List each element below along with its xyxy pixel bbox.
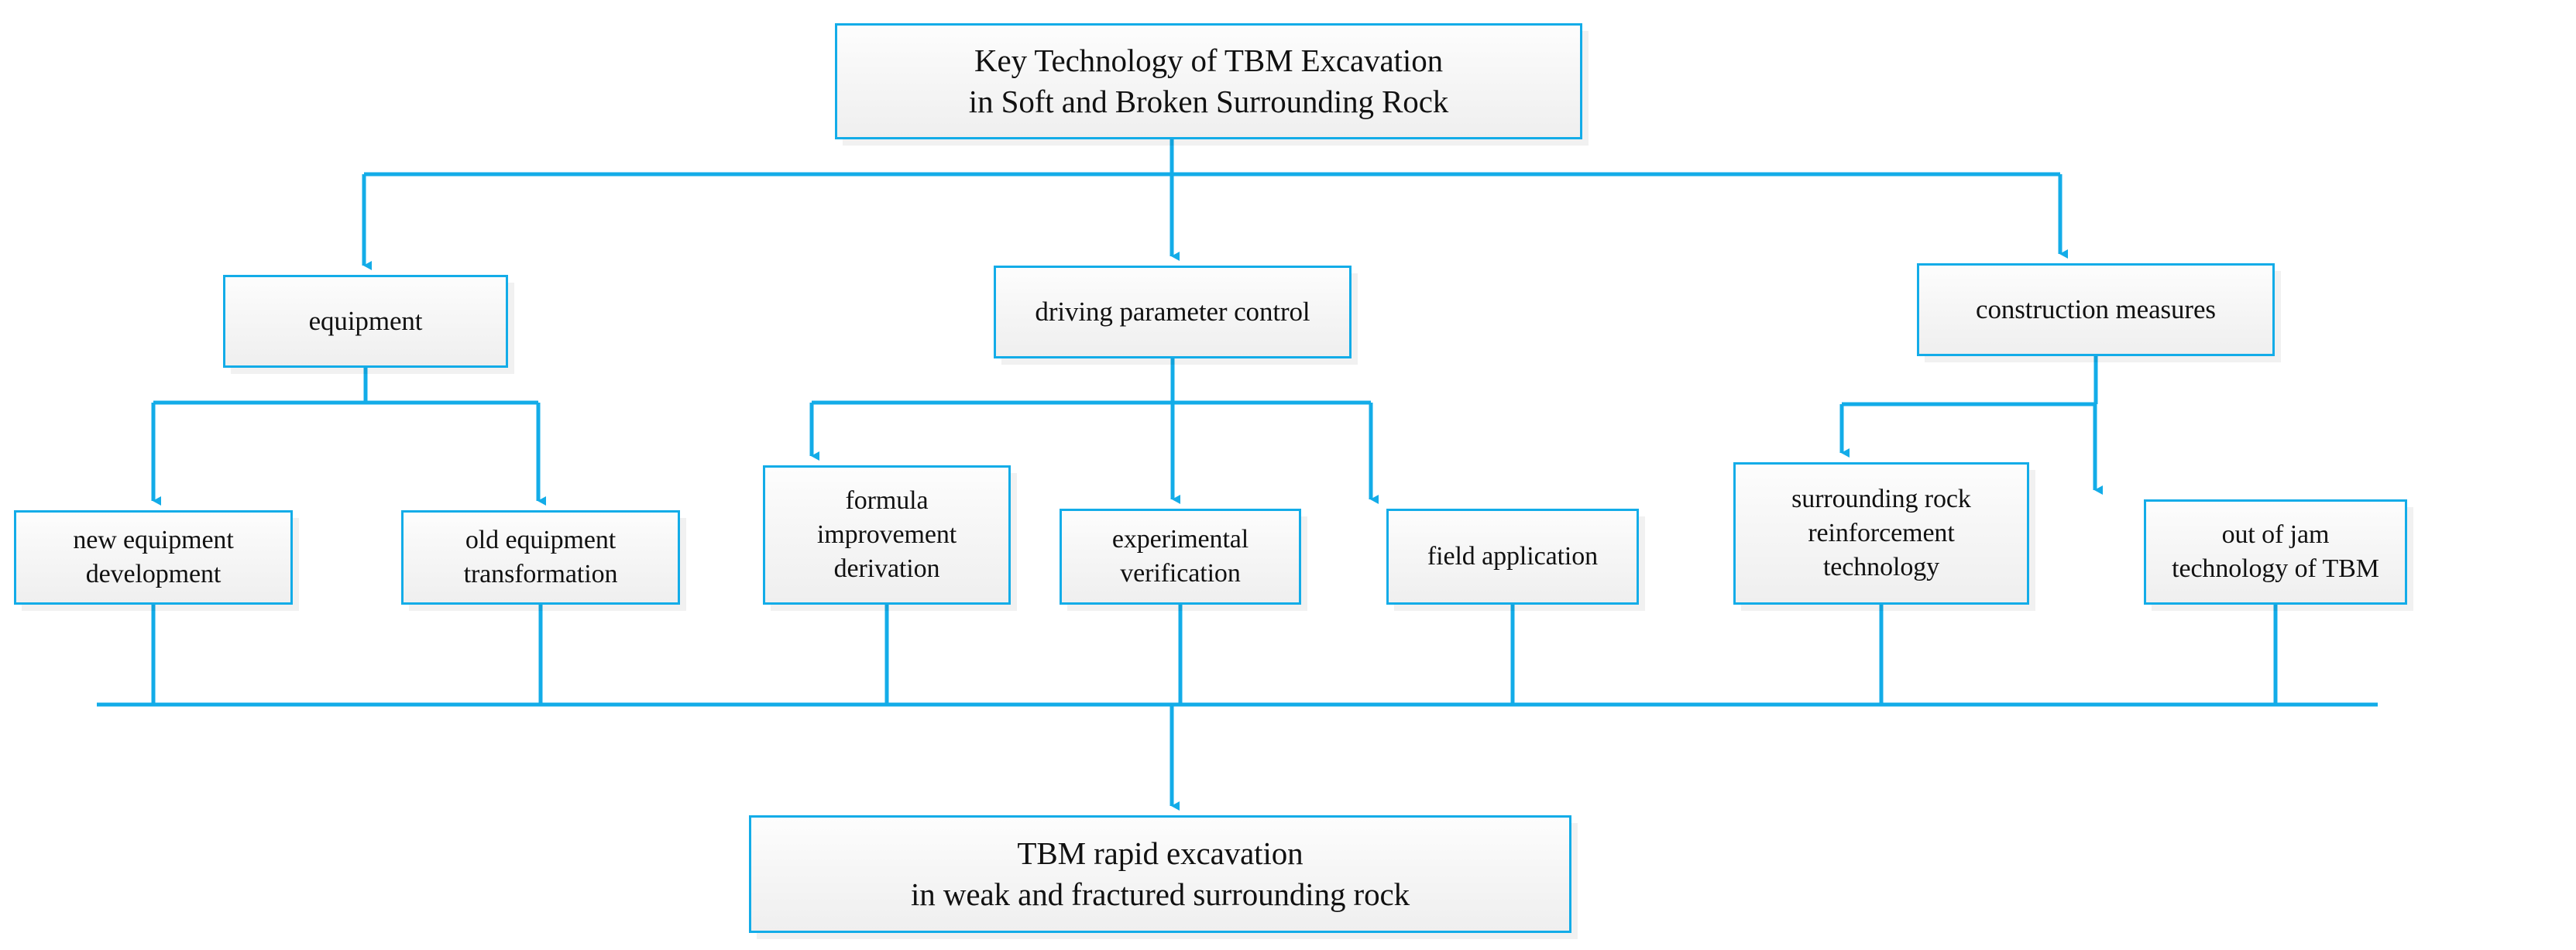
node-leaf-old-equipment-transformation[interactable]: old equipment transformation [401,510,680,605]
node-branch-driving-parameter-control[interactable]: driving parameter control [994,266,1352,358]
node-leaf-experimental-verification[interactable]: experimental verification [1060,509,1301,605]
node-leaf-formula-improvement-derivation[interactable]: formula improvement derivation [763,465,1011,605]
node-branch-equipment-label: equipment [308,306,423,337]
node-leaf-old-equipment-label: old equipment transformation [463,525,618,588]
node-leaf-out-of-jam-technology-of-tbm[interactable]: out of jam technology of TBM [2144,499,2407,605]
node-branch-equipment[interactable]: equipment [223,275,508,368]
node-leaf-new-equipment-label: new equipment development [73,525,234,588]
node-leaf-experimental-label: experimental verification [1111,524,1249,588]
node-leaf-out-of-jam-label: out of jam technology of TBM [2172,520,2379,583]
node-leaf-field-application[interactable]: field application [1386,509,1639,605]
node-leaf-surrounding-rock-reinforcement-technology[interactable]: surrounding rock reinforcement technolog… [1733,462,2029,605]
node-root-key-technology[interactable]: Key Technology of TBM Excavation in Soft… [835,23,1582,139]
node-leaf-field-label: field application [1427,541,1599,571]
node-root-label: Key Technology of TBM Excavation in Soft… [968,42,1449,119]
node-result-tbm-rapid-excavation[interactable]: TBM rapid excavation in weak and fractur… [749,815,1571,933]
node-branch-construction-label: construction measures [1976,294,2216,325]
node-leaf-new-equipment-development[interactable]: new equipment development [14,510,293,605]
node-branch-driving-label: driving parameter control [1035,297,1310,328]
node-result-label: TBM rapid excavation in weak and fractur… [911,835,1410,912]
node-leaf-surrounding-label: surrounding rock reinforcement technolog… [1791,484,1971,582]
node-branch-construction-measures[interactable]: construction measures [1917,263,2275,356]
node-leaf-formula-label: formula improvement derivation [816,485,957,584]
